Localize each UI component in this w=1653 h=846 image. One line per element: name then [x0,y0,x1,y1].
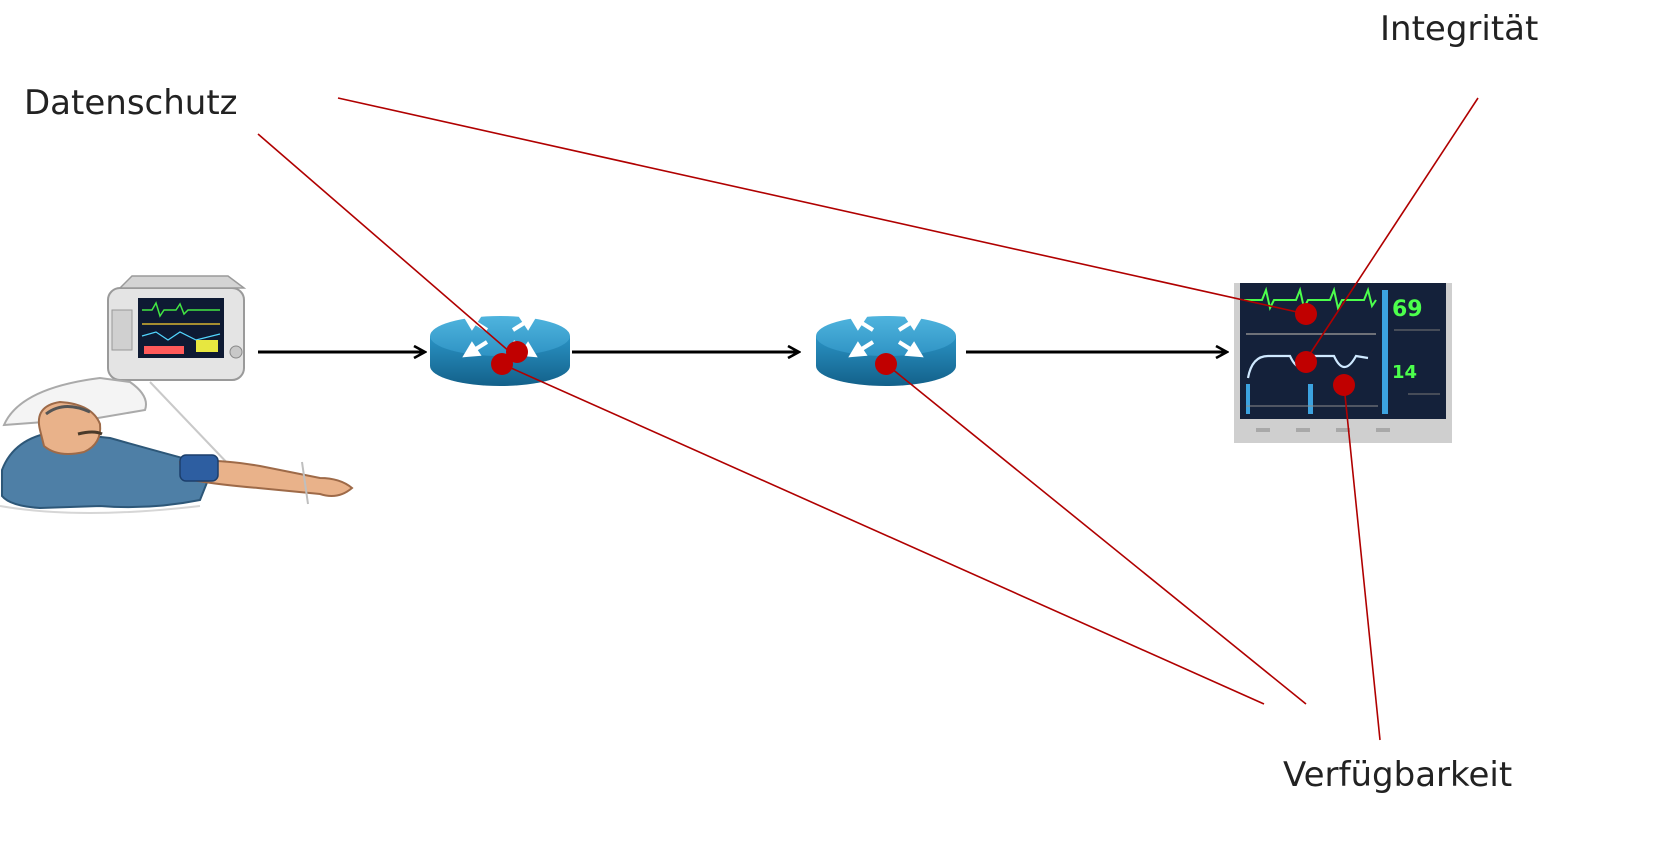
attack-points [491,303,1355,396]
router-2-icon [816,314,956,386]
privacy-line-to-central-monitor [337,97,1307,315]
attack-point-monitor-ecg [1295,303,1317,325]
availability-line-to-router-2 [885,363,1307,705]
availability-line-to-router-1 [501,363,1265,705]
privacy-line-to-router-1 [257,133,511,353]
central-monitor-icon: 69 14 [1234,283,1452,443]
threat-connector-lines [257,97,1479,741]
patient-icon [0,376,354,514]
bedside-monitor-icon [107,275,247,381]
resp-rate-value: 14 [1392,362,1417,383]
privacy-label: Datenschutz [24,83,238,123]
availability-label: Verfügbarkeit [1283,755,1513,795]
integrity-line-to-central-monitor [1305,97,1479,361]
attack-point-router-1-b [491,353,513,375]
availability-line-to-central-monitor [1343,384,1381,741]
router-1-icon [430,314,570,386]
attack-point-router-2 [875,353,897,375]
heart-rate-value: 69 [1392,297,1423,322]
attack-point-router-1-a [506,341,528,363]
attack-point-monitor-resp [1295,351,1317,373]
attack-point-monitor-lower [1333,374,1355,396]
integrity-label: Integrität [1380,9,1539,49]
